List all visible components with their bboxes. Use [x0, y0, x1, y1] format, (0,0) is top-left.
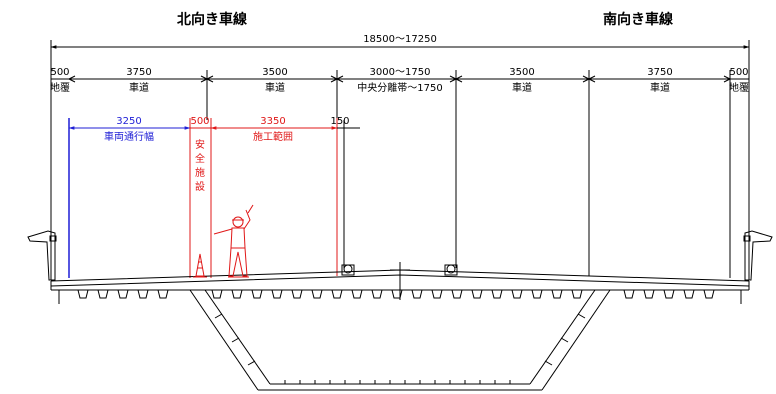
safety-facility-char-1: 安: [195, 138, 205, 151]
overall-width-label: 18500〜17250: [363, 34, 437, 45]
vehicle-width-dimension: [68, 118, 191, 278]
vehicle-width-label: 車両通行幅: [104, 130, 154, 143]
dim-value-lane-3: 3500: [509, 67, 534, 78]
dim-value-curb-left: 500: [50, 67, 69, 78]
dim-value-median: 3000〜1750: [370, 67, 431, 78]
safety-facility-char-3: 施: [195, 166, 205, 179]
dim-label-median: 中央分離帯〜1750: [357, 81, 442, 94]
overall-dimension: [50, 40, 750, 66]
work-range-label: 施工範囲: [253, 130, 293, 143]
dim-label-lane-3: 車道: [512, 81, 532, 94]
box-girder: [189, 289, 611, 391]
safety-facility-zone: [189, 118, 212, 278]
title-northbound: 北向き車線: [177, 11, 247, 28]
work-range-value: 3350: [260, 116, 285, 127]
title-southbound: 南向き車線: [603, 11, 673, 28]
safety-facility-char-2: 全: [195, 152, 205, 165]
lane-dimension-line: [51, 75, 749, 83]
safety-facility-value: 500: [190, 116, 209, 127]
lane-boundary-lines: [50, 66, 750, 280]
safety-facility-char-4: 設: [195, 180, 205, 193]
dim-value-curb-right: 500: [729, 67, 748, 78]
gap-value: 150: [330, 116, 349, 127]
dim-label-curb-left: 地覆: [50, 81, 70, 94]
dim-value-lane-4: 3750: [647, 67, 672, 78]
dim-value-lane-2: 3500: [262, 67, 287, 78]
left-barrier-rail: [27, 230, 57, 281]
vehicle-width-value: 3250: [116, 116, 141, 127]
traffic-cone-icon: [193, 253, 207, 278]
deck-ribs: [77, 289, 715, 299]
work-range-dimension: [210, 118, 338, 276]
centerline-mark: [390, 262, 410, 300]
median-fixture-left: [341, 264, 355, 276]
dim-label-curb-right: 地覆: [729, 81, 749, 94]
dim-value-lane-1: 3750: [126, 67, 151, 78]
dim-label-lane-4: 車道: [650, 81, 670, 94]
flagger-worker-icon: [213, 204, 254, 278]
dim-label-lane-1: 車道: [129, 81, 149, 94]
right-barrier-rail: [743, 230, 773, 281]
dim-label-lane-2: 車道: [265, 81, 285, 94]
median-fixture-right: [444, 264, 458, 276]
